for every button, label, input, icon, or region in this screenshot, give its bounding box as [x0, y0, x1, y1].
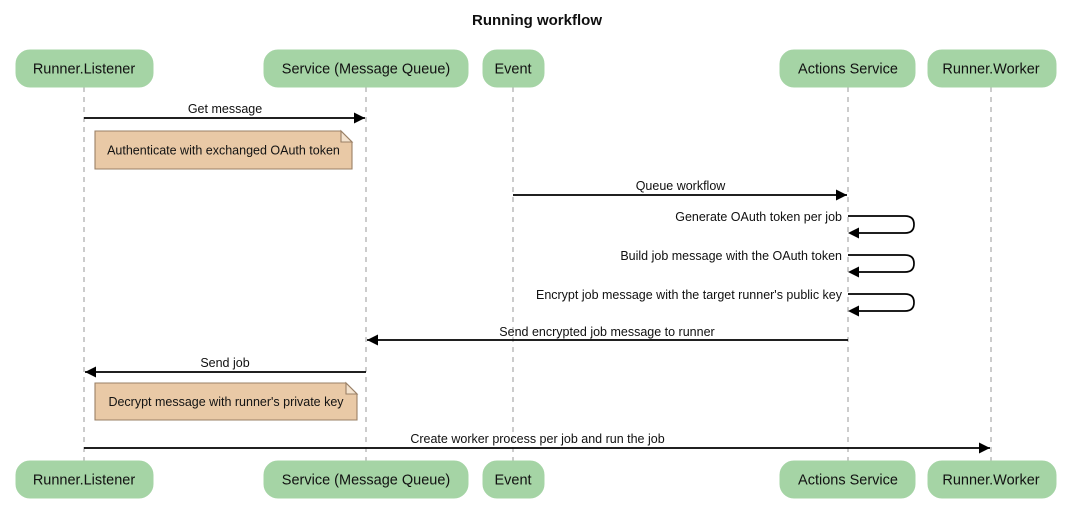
participant-label-service-message-queue-top: Service (Message Queue) [282, 61, 450, 77]
participant-runner-worker-top[interactable]: Runner.Worker [927, 49, 1057, 88]
lifelines-layer [83, 87, 992, 461]
participant-label-service-message-queue-bottom: Service (Message Queue) [282, 472, 450, 488]
message-label-send-encrypted-job-message-to-runner: Send encrypted job message to runner [499, 325, 714, 339]
participant-actions-service-top[interactable]: Actions Service [779, 49, 916, 88]
participant-service-message-queue-bottom[interactable]: Service (Message Queue) [263, 460, 469, 499]
participant-box-actions-service-bottom[interactable] [779, 460, 916, 499]
message-arrowhead-get-message [354, 112, 365, 124]
participant-label-runner-listener-top: Runner.Listener [33, 61, 136, 77]
message-label-create-worker-process-per-job: Create worker process per job and run th… [410, 432, 664, 446]
message-encrypt-job-message-with-public-key: Encrypt job message with the target runn… [536, 288, 915, 317]
message-arrowhead-create-worker-process-per-job [979, 442, 990, 454]
participant-box-runner-worker-bottom[interactable] [927, 460, 1057, 499]
message-create-worker-process-per-job: Create worker process per job and run th… [84, 432, 990, 454]
message-label-get-message: Get message [188, 102, 262, 116]
message-label-encrypt-job-message-with-public-key: Encrypt job message with the target runn… [536, 288, 843, 302]
message-build-job-message-with-oauth-token: Build job message with the OAuth token [620, 249, 915, 278]
participant-label-event-top: Event [494, 61, 531, 77]
message-send-encrypted-job-message-to-runner: Send encrypted job message to runner [367, 325, 848, 346]
message-queue-workflow: Queue workflow [513, 179, 847, 201]
message-send-job: Send job [85, 356, 366, 378]
message-loop-generate-oauth-token-per-job [848, 215, 915, 234]
message-arrowhead-build-job-message-with-oauth-token [848, 266, 859, 278]
message-label-generate-oauth-token-per-job: Generate OAuth token per job [675, 210, 842, 224]
participant-label-runner-worker-bottom: Runner.Worker [942, 472, 1039, 488]
participant-label-event-bottom: Event [494, 472, 531, 488]
message-label-queue-workflow: Queue workflow [636, 179, 727, 193]
note-fold-icon-authenticate-note [340, 129, 354, 143]
participant-box-runner-listener-bottom[interactable] [15, 460, 154, 499]
participant-event-top[interactable]: Event [482, 49, 545, 88]
participant-label-actions-service-top: Actions Service [798, 61, 898, 77]
participant-box-service-message-queue-bottom[interactable] [263, 460, 469, 499]
message-get-message: Get message [84, 102, 365, 124]
note-body-decrypt-note [94, 382, 358, 421]
participant-label-runner-worker-top: Runner.Worker [942, 61, 1039, 77]
message-loop-encrypt-job-message-with-public-key [848, 293, 915, 312]
participant-box-runner-listener-top[interactable] [15, 49, 154, 88]
message-arrowhead-queue-workflow [836, 189, 847, 201]
participant-actions-service-bottom[interactable]: Actions Service [779, 460, 916, 499]
participant-label-actions-service-bottom: Actions Service [798, 472, 898, 488]
participant-runner-listener-top[interactable]: Runner.Listener [15, 49, 154, 88]
note-authenticate-note: Authenticate with exchanged OAuth token [94, 129, 354, 170]
participant-runner-worker-bottom[interactable]: Runner.Worker [927, 460, 1057, 499]
message-label-send-job: Send job [200, 356, 249, 370]
message-label-build-job-message-with-oauth-token: Build job message with the OAuth token [620, 249, 842, 263]
participant-box-event-bottom[interactable] [482, 460, 545, 499]
note-label-decrypt-note: Decrypt message with runner's private ke… [108, 395, 344, 409]
participant-box-service-message-queue-top[interactable] [263, 49, 469, 88]
note-fold-icon-decrypt-note [345, 381, 359, 395]
note-body-authenticate-note [94, 130, 353, 170]
participant-box-event-top[interactable] [482, 49, 545, 88]
page-title: Running workflow [472, 12, 602, 29]
message-arrowhead-send-encrypted-job-message-to-runner [367, 334, 378, 346]
message-arrowhead-send-job [85, 366, 96, 378]
participant-service-message-queue-top[interactable]: Service (Message Queue) [263, 49, 469, 88]
participant-event-bottom[interactable]: Event [482, 460, 545, 499]
notes-layer: Authenticate with exchanged OAuth tokenD… [94, 129, 359, 421]
participant-box-actions-service-top[interactable] [779, 49, 916, 88]
message-generate-oauth-token-per-job: Generate OAuth token per job [675, 210, 915, 239]
participant-runner-listener-bottom[interactable]: Runner.Listener [15, 460, 154, 499]
participant-box-runner-worker-top[interactable] [927, 49, 1057, 88]
note-decrypt-note: Decrypt message with runner's private ke… [94, 381, 359, 421]
message-loop-build-job-message-with-oauth-token [848, 254, 915, 273]
note-label-authenticate-note: Authenticate with exchanged OAuth token [107, 143, 340, 157]
participant-label-runner-listener-bottom: Runner.Listener [33, 472, 136, 488]
message-arrowhead-encrypt-job-message-with-public-key [848, 305, 859, 317]
message-arrowhead-generate-oauth-token-per-job [848, 227, 859, 239]
